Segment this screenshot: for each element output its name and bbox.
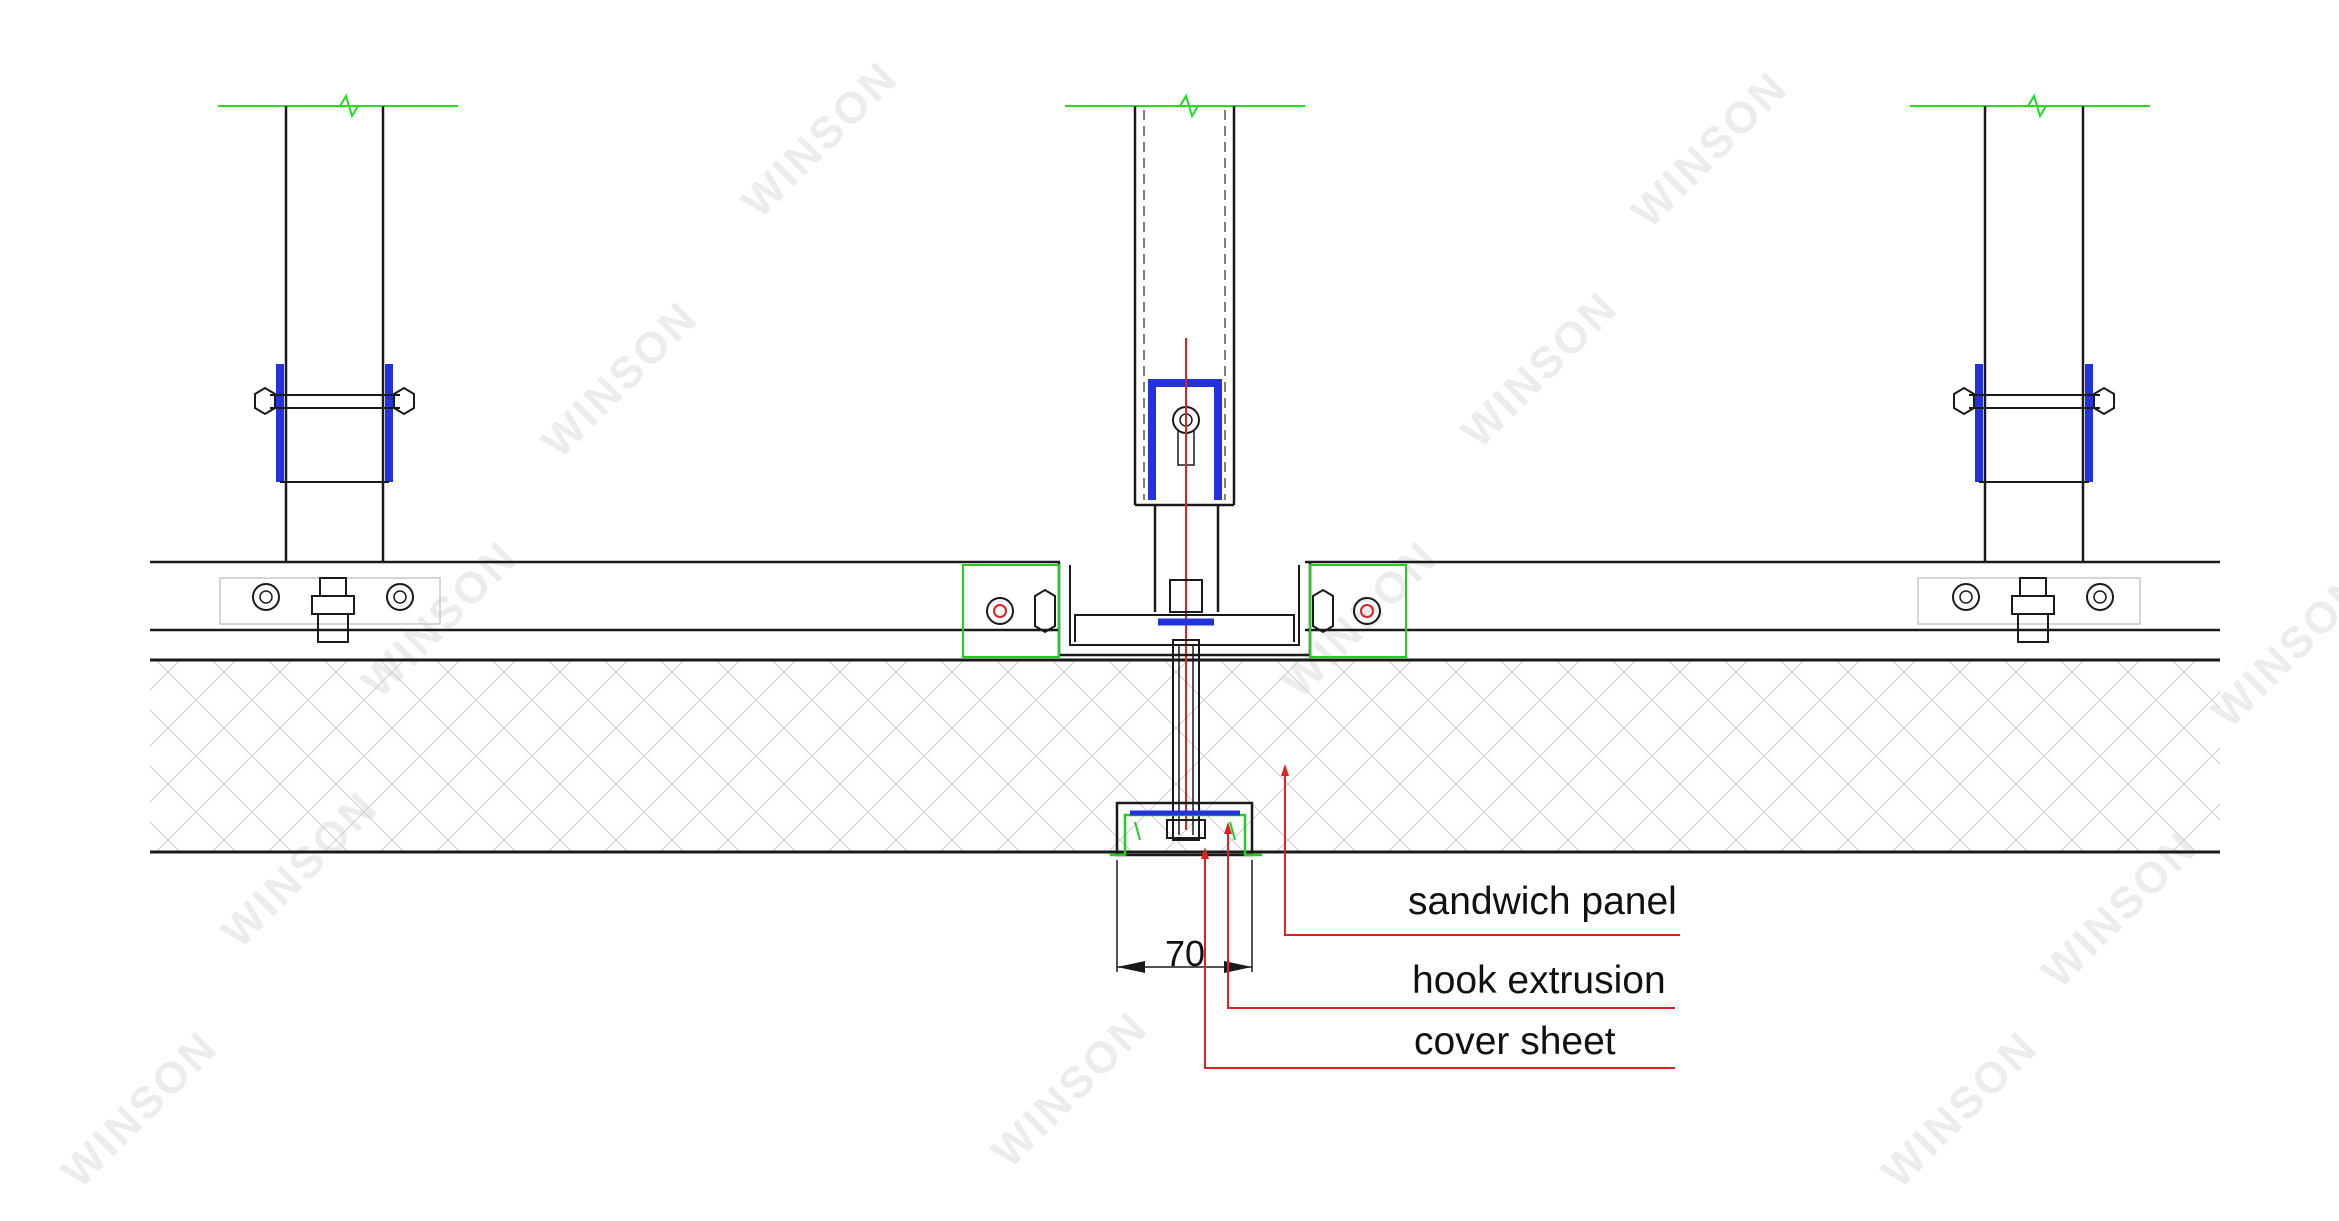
watermark: WINSON xyxy=(732,52,907,227)
watermark: WINSON xyxy=(982,1002,1157,1177)
watermark: WINSON xyxy=(1622,62,1797,237)
horizontal-rail xyxy=(150,560,2220,632)
connector-plates xyxy=(962,564,1407,658)
leader-hook-extrusion xyxy=(1227,830,1675,1009)
bolt-icon xyxy=(252,583,280,611)
label-hook-extrusion: hook extrusion xyxy=(1412,959,1666,1002)
base-channel xyxy=(1057,562,1312,657)
dimension-label: 70 xyxy=(1165,933,1205,974)
watermark: WINSON xyxy=(2202,562,2339,737)
bolt-icon xyxy=(1353,597,1381,625)
leaders xyxy=(1201,764,1680,1069)
nut-icon xyxy=(1312,588,1334,634)
nut-icon xyxy=(1953,386,1975,416)
watermark: WINSON xyxy=(1872,1022,2047,1197)
bolt-icon xyxy=(386,583,414,611)
bolt-icon xyxy=(1952,583,1980,611)
hook-extrusion xyxy=(1110,801,1262,857)
break-symbol xyxy=(339,93,359,119)
label-cover-sheet: cover sheet xyxy=(1414,1020,1616,1063)
connector-plate-right xyxy=(1309,564,1407,658)
bolt-icon xyxy=(2086,583,2114,611)
label-sandwich-panel: sandwich panel xyxy=(1408,880,1677,923)
nut-icon xyxy=(393,386,415,416)
nut-icon xyxy=(254,386,276,416)
nut-icon xyxy=(1034,588,1056,634)
right-post xyxy=(1910,93,2150,643)
nut-icon xyxy=(1169,579,1203,613)
bolt-icon xyxy=(986,597,1014,625)
connector-plate-left xyxy=(962,564,1060,658)
break-symbol xyxy=(1179,93,1199,119)
watermark: WINSON xyxy=(52,1022,227,1197)
center-post xyxy=(1065,93,1305,830)
nut-icon xyxy=(2093,386,2115,416)
watermark: WINSON xyxy=(1452,282,1627,457)
leader-cover-sheet xyxy=(1204,855,1675,1069)
dimension-70: 70 xyxy=(1116,860,1253,974)
leader-sandwich-panel xyxy=(1284,772,1680,936)
left-post xyxy=(218,93,458,643)
watermark: WINSON xyxy=(532,292,707,467)
break-symbol xyxy=(2027,93,2047,119)
